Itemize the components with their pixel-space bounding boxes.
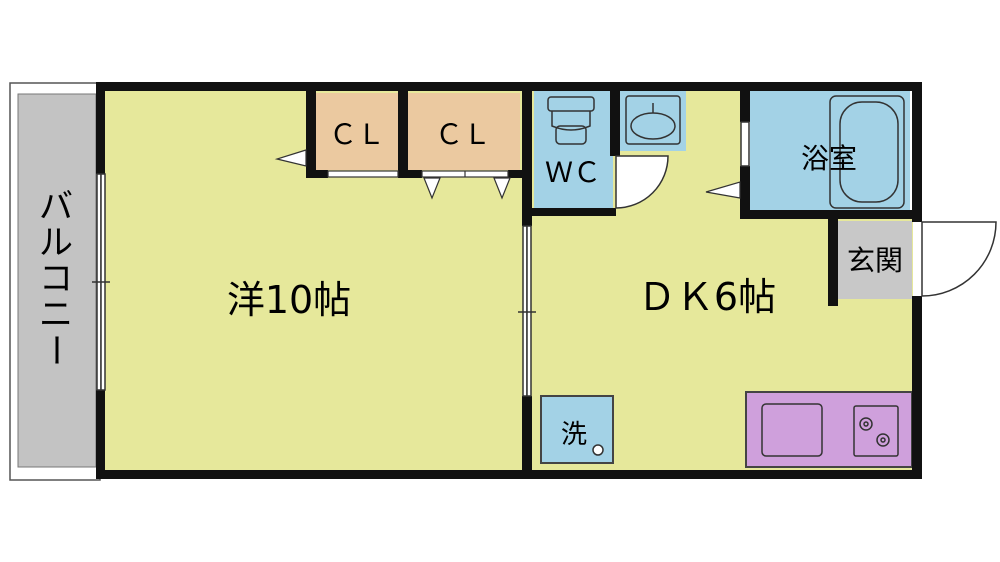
western-room-label: 洋10帖: [227, 278, 351, 322]
balcony-char: ル: [39, 223, 73, 263]
toilet-door: [615, 155, 669, 209]
balcony: バ ル コ ニ ー: [9, 82, 101, 481]
bath-wall-left-lower: [740, 166, 750, 216]
drain-icon: [592, 444, 604, 456]
washbasin-icon: [625, 95, 681, 145]
door-arrow: [705, 181, 741, 199]
gas-stove-icon: [853, 405, 899, 457]
closet-wall-left: [306, 82, 316, 178]
closet-wall-bottom-mid: [398, 170, 422, 178]
walls: [96, 82, 922, 479]
balcony-char: ニ: [39, 295, 73, 335]
bath-wall-left-upper: [740, 82, 750, 122]
balcony-floor: [17, 93, 97, 468]
balcony-label: バ ル コ ニ ー: [35, 187, 75, 367]
kitchen-sink-icon: [761, 403, 823, 457]
toilet-wall-right: [610, 82, 620, 156]
balcony-char: コ: [39, 259, 73, 299]
entrance-wall-left: [828, 214, 838, 306]
door-arrow: [493, 177, 511, 200]
toilet-floor: [534, 91, 613, 209]
entrance-label: 玄関: [847, 244, 903, 277]
washer-label: 洗: [561, 420, 587, 450]
bath-door: [740, 121, 750, 167]
wall-center-lower: [522, 396, 532, 479]
wall-center-upper: [522, 82, 532, 226]
entrance-floor: [838, 221, 912, 299]
closet-label: ＣＬ: [435, 118, 491, 151]
closet-1-floor: [316, 93, 398, 170]
toilet-label: ＷＣ: [545, 156, 601, 189]
door-arrow: [274, 149, 307, 167]
balcony-window: [92, 173, 110, 391]
wall-right-upper: [912, 82, 922, 222]
closet-label: ＣＬ: [329, 118, 385, 151]
closet-wall-bottom-right: [508, 170, 528, 178]
closet-door-frames: [327, 170, 509, 178]
wall-bottom: [96, 470, 922, 479]
dk-label: ＤＫ6帖: [638, 275, 776, 319]
bathtub-icon: [829, 95, 905, 209]
wall-right-lower: [912, 296, 922, 479]
balcony-char: バ: [39, 187, 73, 227]
door-arrow: [423, 177, 441, 200]
entrance-door: [921, 221, 997, 297]
toilet-wall-bottom: [528, 208, 616, 216]
sliding-door: [518, 225, 536, 397]
kitchen-counter: [745, 391, 913, 468]
washbasin-floor: [620, 91, 686, 151]
toilet-icon: [547, 96, 595, 145]
wall-left-upper: [96, 82, 105, 174]
closet-2-floor: [408, 93, 520, 170]
bathroom-label: 浴室: [801, 142, 857, 175]
wall-top: [96, 82, 922, 91]
wall-left-lower: [96, 390, 105, 479]
balcony-char: ー: [35, 333, 75, 367]
closet-wall-mid: [398, 82, 408, 178]
closet-wall-bottom-left: [306, 170, 328, 178]
